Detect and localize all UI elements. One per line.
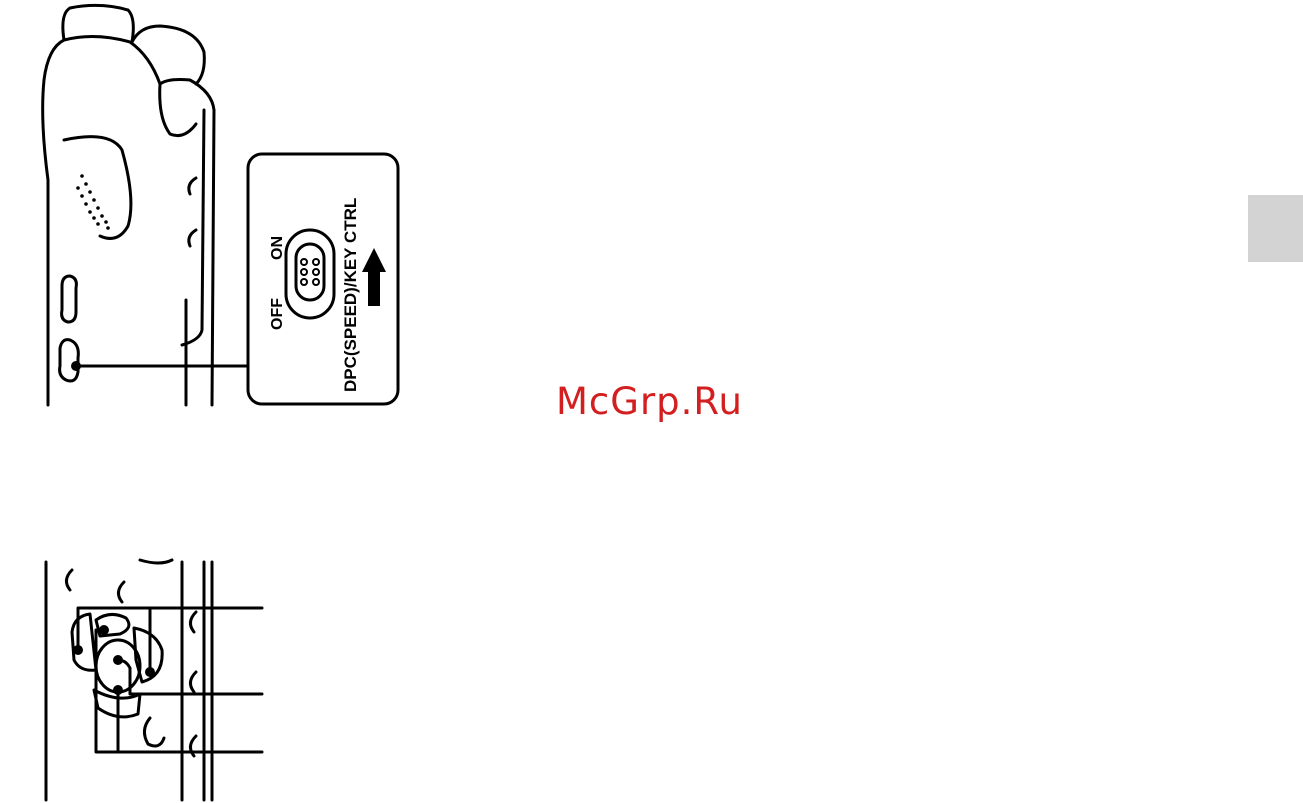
arrow-up-icon <box>362 248 386 306</box>
button-center <box>96 640 140 692</box>
control-buttons-illustration <box>0 0 300 803</box>
section-tab <box>1248 195 1303 262</box>
button-left <box>72 614 96 670</box>
watermark-text: McGrp.Ru <box>556 380 743 423</box>
switch-name-label: DPC(SPEED)/KEY CTRL <box>341 198 360 392</box>
